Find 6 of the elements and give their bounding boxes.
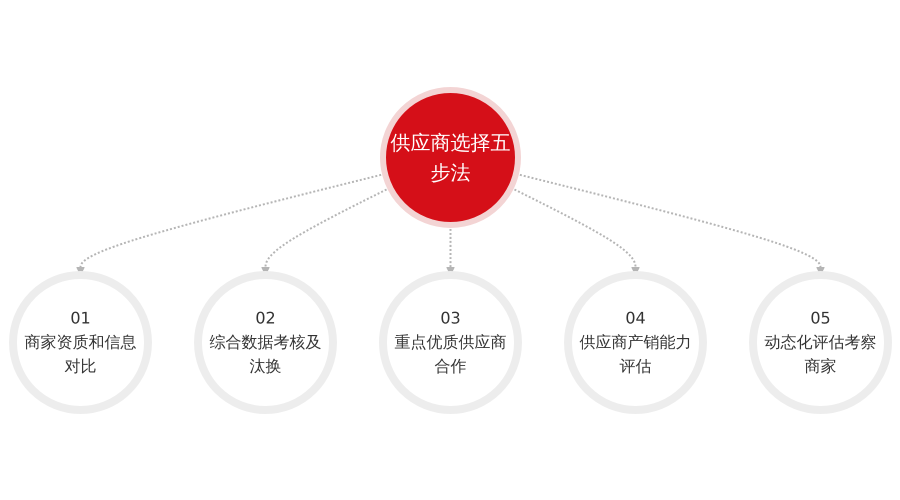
node-circle: 02 综合数据考核及汰换 [194, 271, 336, 414]
node-circle: 03 重点优质供应商合作 [378, 271, 522, 414]
node-circle: 04 供应商产销能力评估 [564, 271, 706, 414]
node-circle: 供应商选择五步法 [380, 87, 520, 228]
node-circle: 01 商家资质和信息对比 [8, 271, 152, 414]
node-circle: 05 动态化评估考察商家 [748, 271, 892, 414]
